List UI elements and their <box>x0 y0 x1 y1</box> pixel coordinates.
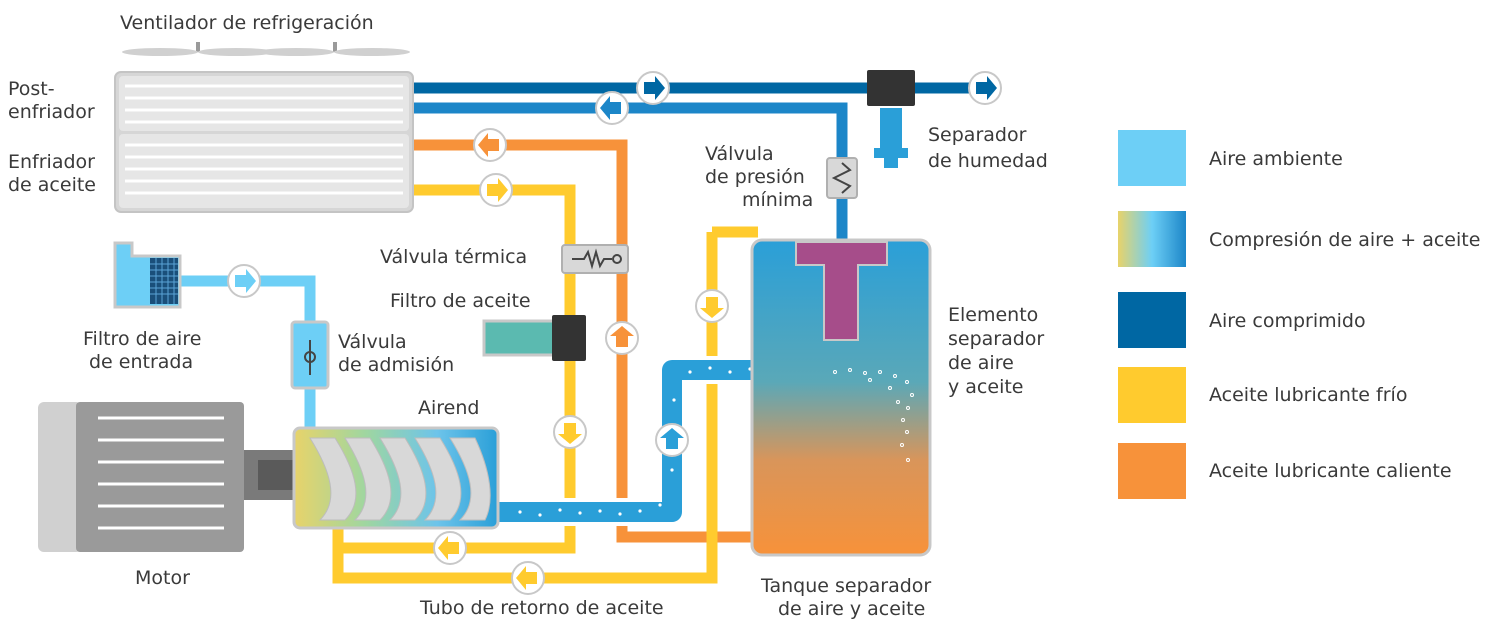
intake-valve <box>290 320 330 390</box>
min-pressure-label-3: mínima <box>742 189 814 211</box>
motor-label: Motor <box>135 567 190 589</box>
inlet-filter-label-1: Filtro de aire <box>83 328 202 350</box>
fan-label: Ventilador de refrigeración <box>120 12 374 34</box>
separator-element-label-1: Elemento <box>948 304 1039 326</box>
oilcooler-label-2: de aceite <box>8 174 96 196</box>
legend-swatch-compressed-air <box>1118 292 1186 348</box>
legend-label-air-oil-compression: Compresión de aire + aceite <box>1209 229 1481 251</box>
legend-swatch-cold-oil <box>1118 367 1186 423</box>
min-pressure-label-1: Válvula <box>705 143 774 165</box>
thermal-valve-label: Válvula térmica <box>380 246 528 268</box>
aftercooler-label-1: Post- <box>8 78 55 100</box>
cooler <box>114 71 414 213</box>
separator-element-label-4: y aceite <box>948 376 1024 398</box>
oil-filter-label: Filtro de aceite <box>390 290 531 312</box>
cold-oil-pipe <box>332 184 576 554</box>
compressed-air-return-pipe <box>410 102 848 245</box>
legend-label-compressed-air: Aire comprimido <box>1209 310 1366 332</box>
tank-label-1: Tanque separador <box>761 575 932 597</box>
legend-swatch-hot-oil <box>1118 443 1186 499</box>
legend-label-ambient-air: Aire ambiente <box>1209 148 1343 170</box>
airend-label: Airend <box>418 397 480 419</box>
airend <box>292 426 500 530</box>
legend-swatch-ambient-air <box>1118 130 1186 186</box>
min-pressure-label-2: de presión <box>705 166 805 188</box>
inlet-filter-label-2: de entrada <box>89 351 194 373</box>
oil-return-label: Tubo de retorno de aceite <box>420 597 664 619</box>
moisture-separator <box>867 70 915 168</box>
intake-valve-label-1: Válvula <box>338 331 407 353</box>
oil-filter <box>482 315 586 361</box>
separator-element-label-2: separador <box>948 328 1045 350</box>
flow-arrows <box>227 71 1002 595</box>
inlet-filter <box>113 241 182 309</box>
tank-label-2: de aire y aceite <box>778 598 926 620</box>
legend-swatch-air-oil-compression <box>1118 211 1186 267</box>
moisture-separator-label-1: Separador <box>928 124 1027 146</box>
legend-label-hot-oil: Aceite lubricante caliente <box>1209 460 1452 482</box>
min-pressure-valve <box>826 157 858 199</box>
separator-element-label-3: de aire <box>948 352 1014 374</box>
motor <box>38 402 304 552</box>
oilcooler-label-1: Enfriador <box>8 151 95 173</box>
aftercooler-label-2: enfriador <box>8 101 95 123</box>
legend-label-cold-oil: Aceite lubricante frío <box>1209 384 1408 406</box>
intake-valve-label-2: de admisión <box>338 354 455 376</box>
thermal-valve <box>561 244 629 274</box>
cooling-fan <box>122 42 410 56</box>
separator-tank <box>750 238 932 557</box>
moisture-separator-label-2: de humedad <box>928 150 1048 172</box>
